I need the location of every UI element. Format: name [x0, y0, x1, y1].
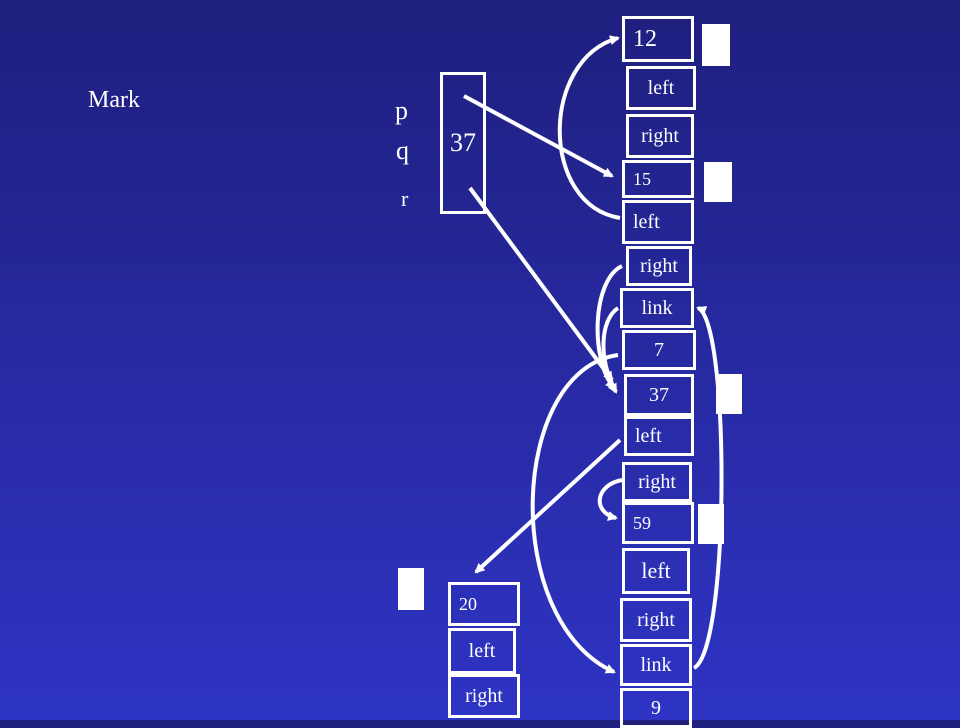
pointer-p-label: p: [395, 96, 408, 125]
node-12-value: 12: [622, 16, 694, 62]
node-20-left: left: [448, 628, 516, 674]
node-37-right: right: [622, 462, 692, 502]
node-15-right: right: [626, 246, 692, 286]
node-9-value: 9: [620, 688, 692, 728]
node-37-left: left: [624, 416, 694, 456]
mark-box-12: [702, 24, 730, 66]
node-12-right: right: [626, 114, 694, 158]
node-20-value: 20: [448, 582, 520, 626]
node-15-left: left: [622, 200, 694, 244]
pointer-box: 37: [440, 72, 486, 214]
node-12-left: left: [626, 66, 696, 110]
arrow-p-to-15: [463, 94, 614, 178]
node-20-right: right: [448, 674, 520, 718]
arrow-15right-to-37: [595, 264, 624, 390]
mark-box-59: [698, 504, 724, 544]
mark-box-15: [704, 162, 732, 202]
pointer-q-label: q: [396, 136, 409, 165]
arrow-37right-to-59: [597, 478, 623, 521]
arrow-7-to-59link: [530, 353, 619, 674]
node-7-value: 7: [622, 330, 696, 370]
node-59-right: right: [620, 598, 692, 642]
node-15-value: 15: [622, 160, 694, 198]
mark-box-20: [398, 568, 424, 610]
mark-box-37: [716, 374, 742, 414]
title-mark: Mark: [88, 87, 140, 113]
node-37-value: 37: [624, 374, 694, 416]
node-59-left: left: [622, 548, 690, 594]
arrow-15left-to-12: [557, 35, 621, 220]
node-15-link: link: [620, 288, 694, 328]
node-59-link: link: [620, 644, 692, 686]
arrow-59link-to-15link: [692, 306, 724, 670]
node-59-value: 59: [622, 502, 694, 544]
arrow-r-to-37: [468, 186, 614, 382]
arrow-15link-to-37: [601, 306, 620, 394]
pointer-r-label: r: [401, 186, 409, 211]
arrow-37left-to-20: [474, 438, 622, 574]
